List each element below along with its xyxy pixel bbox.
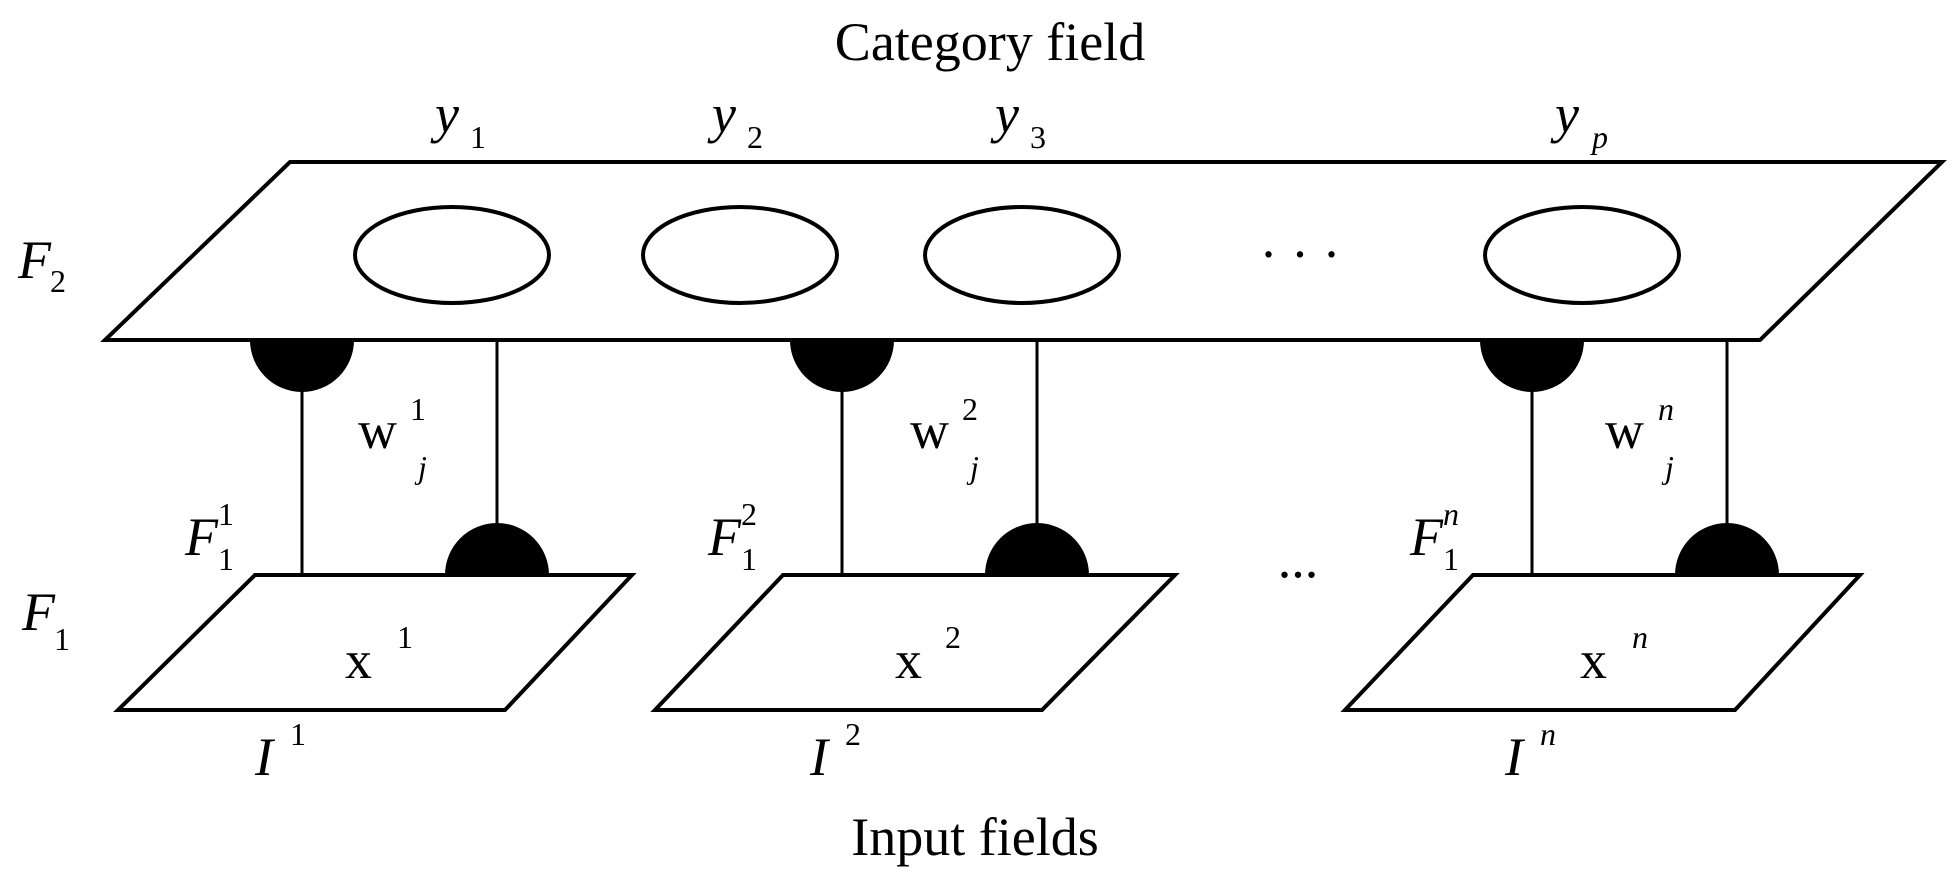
svg-text:y: y: [1550, 84, 1579, 144]
f1-field-label-2: F 2 1: [707, 496, 757, 577]
svg-text:1: 1: [397, 619, 413, 655]
svg-text:y: y: [990, 84, 1019, 144]
svg-text:F: F: [17, 230, 52, 290]
input-vector-label-3: x n: [1580, 619, 1648, 690]
svg-text:F: F: [21, 582, 56, 642]
weight-label-2: w 2 j: [910, 391, 979, 485]
svg-text:n: n: [1632, 619, 1648, 655]
input-vector-label-2: x 2: [895, 619, 961, 690]
category-label-y3: y 3: [990, 84, 1046, 155]
weight-label-1: w 1 j: [358, 391, 427, 485]
svg-text:1: 1: [470, 119, 486, 155]
svg-text:I: I: [1504, 727, 1526, 787]
svg-text:x: x: [345, 630, 372, 690]
svg-text:I: I: [254, 727, 276, 787]
svg-text:1: 1: [741, 541, 757, 577]
svg-text:1: 1: [1443, 541, 1459, 577]
f1-field-label-1: F 1 1: [184, 496, 234, 577]
svg-text:2: 2: [50, 263, 66, 299]
svg-text:w: w: [1605, 400, 1644, 460]
category-node-1: [353, 205, 551, 305]
f1-input-plane-3: [1340, 573, 1865, 712]
category-node-p: [1483, 205, 1681, 305]
svg-text:2: 2: [945, 619, 961, 655]
f1-input-plane-2: [650, 573, 1180, 712]
svg-text:1: 1: [290, 716, 306, 752]
svg-text:n: n: [1658, 391, 1674, 427]
svg-text:j: j: [966, 449, 979, 485]
svg-text:2: 2: [845, 716, 861, 752]
svg-text:F: F: [184, 507, 219, 567]
svg-text:x: x: [1580, 630, 1607, 690]
svg-text:n: n: [1443, 496, 1459, 532]
category-label-y2: y 2: [707, 84, 763, 155]
input-label-3: I n: [1504, 716, 1556, 787]
category-field-title: Category field: [835, 12, 1145, 72]
svg-text:y: y: [707, 84, 736, 144]
input-fields-title: Input fields: [851, 807, 1098, 867]
input-label-1: I 1: [254, 716, 306, 787]
svg-text:y: y: [430, 84, 459, 144]
svg-text:2: 2: [741, 496, 757, 532]
f1-field-label-3: F n 1: [1409, 496, 1459, 577]
f2-layer-label: F 2: [17, 230, 66, 299]
input-field-ellipsis: ...: [1278, 529, 1319, 589]
svg-text:j: j: [414, 449, 427, 485]
svg-text:n: n: [1540, 716, 1556, 752]
category-node-2: [641, 205, 839, 305]
svg-text:p: p: [1590, 119, 1608, 155]
category-node-3: [923, 205, 1121, 305]
svg-text:1: 1: [54, 621, 70, 657]
f1-layer-label: F 1: [21, 582, 70, 657]
svg-text:1: 1: [218, 496, 234, 532]
svg-text:2: 2: [747, 119, 763, 155]
svg-text:w: w: [358, 400, 397, 460]
weight-label-3: w n j: [1605, 391, 1674, 485]
svg-text:3: 3: [1030, 119, 1046, 155]
input-vector-label-1: x 1: [345, 619, 413, 690]
input-label-2: I 2: [809, 716, 861, 787]
svg-text:F: F: [707, 507, 742, 567]
svg-text:F: F: [1409, 507, 1444, 567]
svg-text:1: 1: [410, 391, 426, 427]
svg-text:1: 1: [218, 541, 234, 577]
svg-text:2: 2: [962, 391, 978, 427]
svg-text:I: I: [809, 727, 831, 787]
svg-text:w: w: [910, 400, 949, 460]
category-ellipsis: · · ·: [1260, 224, 1341, 284]
category-label-yp: y p: [1550, 84, 1608, 155]
category-label-y1: y 1: [430, 84, 486, 155]
f1-input-plane-1: [113, 573, 637, 712]
svg-text:j: j: [1661, 449, 1674, 485]
svg-text:x: x: [895, 630, 922, 690]
